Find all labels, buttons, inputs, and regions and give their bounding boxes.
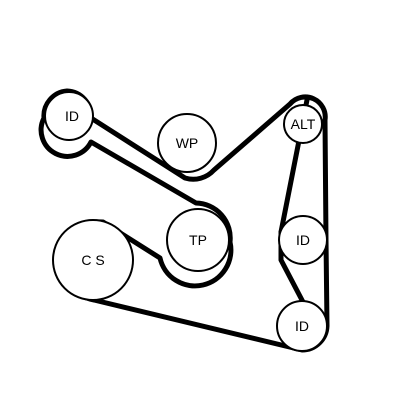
pulley-label-cs: C S [81, 252, 104, 268]
pulley-label-id-right-mid: ID [296, 232, 310, 248]
pulley-label-alt: ALT [291, 116, 316, 132]
pulley-alt: ALT [283, 104, 323, 144]
pulley-label-id-top-left: ID [65, 108, 79, 124]
pulley-label-id-bottom-right: ID [295, 318, 309, 334]
pulley-id-right-mid: ID [278, 215, 328, 265]
pulley-wp: WP [157, 113, 217, 173]
pulley-tp: TP [166, 208, 230, 272]
pulley-label-tp: TP [189, 232, 207, 248]
pulley-id-bottom-right: ID [276, 300, 328, 352]
pulley-id-top-left: ID [44, 91, 94, 141]
pulley-cs: C S [52, 219, 134, 301]
pulley-label-wp: WP [176, 135, 199, 151]
